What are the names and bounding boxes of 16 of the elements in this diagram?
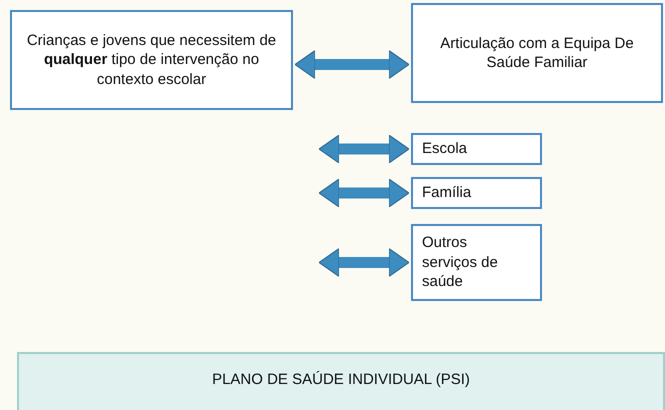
plan-banner xyxy=(17,352,665,410)
process-box xyxy=(411,3,663,103)
node-text: Articulação com a Equipa De Saúde Familiar xyxy=(439,34,635,72)
process-box xyxy=(411,224,542,301)
node-text: Escola xyxy=(422,139,468,159)
node-text: Família xyxy=(422,183,472,203)
double-arrow xyxy=(318,178,410,208)
process-box xyxy=(411,133,542,165)
double-arrow xyxy=(318,248,410,277)
double-arrow xyxy=(294,50,410,79)
double-arrow xyxy=(318,134,410,164)
process-box xyxy=(10,10,293,110)
process-box xyxy=(411,177,542,209)
node-text: PLANO DE SAÚDE INDIVIDUAL (PSI) xyxy=(212,370,470,390)
node-text: Outros serviços de saúde xyxy=(422,233,499,292)
node-text: Crianças e jovens que necessitem de qualquer tipo de intervenção no contexto escolar xyxy=(26,30,278,90)
